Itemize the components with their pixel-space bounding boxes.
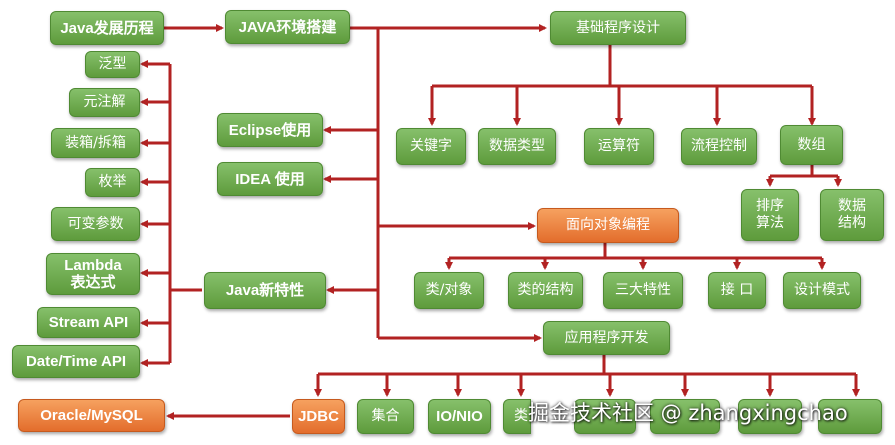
node-idea: IDEA 使用 <box>217 162 323 196</box>
node-app-dev: 应用程序开发 <box>543 321 670 355</box>
node-arrays: 数组 <box>780 125 843 165</box>
node-boxing: 装箱/拆箱 <box>51 128 140 158</box>
node-java-env: JAVA环境搭建 <box>225 10 350 44</box>
node-oracle-mysql: Oracle/MySQL <box>18 399 165 432</box>
node-generics: 泛型 <box>85 51 140 78</box>
node-data-types: 数据类型 <box>478 128 556 165</box>
node-interface: 接 口 <box>708 272 766 309</box>
node-hidden-1 <box>574 399 636 434</box>
node-annotations: 元注解 <box>69 88 140 117</box>
node-java-history: Java发展历程 <box>50 11 164 45</box>
node-java-new-features: Java新特性 <box>204 272 326 309</box>
node-hidden-3 <box>738 399 802 434</box>
node-lambda: Lambda 表达式 <box>46 253 140 295</box>
node-hidden-2 <box>650 399 720 434</box>
node-sort-algorithm: 排序 算法 <box>741 189 799 241</box>
node-io-nio: IO/NIO <box>428 399 491 434</box>
node-library-partial: 类 <box>503 399 531 434</box>
node-class-object: 类/对象 <box>414 272 484 309</box>
node-design-patterns: 设计模式 <box>783 272 861 309</box>
node-keywords: 关键字 <box>396 128 466 165</box>
node-basic-programming: 基础程序设计 <box>550 11 686 45</box>
node-datetime-api: Date/Time API <box>12 345 140 378</box>
node-three-features: 三大特性 <box>603 272 683 309</box>
node-oop: 面向对象编程 <box>537 208 679 243</box>
node-stream-api: Stream API <box>37 307 140 338</box>
node-eclipse: Eclipse使用 <box>217 113 323 147</box>
node-data-structure: 数据 结构 <box>820 189 884 241</box>
node-class-structure: 类的结构 <box>508 272 583 309</box>
watermark-text: 掘金技术社区 @ zhangxingchao <box>528 401 848 425</box>
node-enum: 枚举 <box>85 168 140 197</box>
node-flow-control: 流程控制 <box>681 128 757 165</box>
node-hidden-4 <box>818 399 882 434</box>
node-jdbc: JDBC <box>292 399 345 434</box>
node-collections: 集合 <box>357 399 414 434</box>
node-varargs: 可变参数 <box>51 207 140 241</box>
node-operators: 运算符 <box>584 128 654 165</box>
